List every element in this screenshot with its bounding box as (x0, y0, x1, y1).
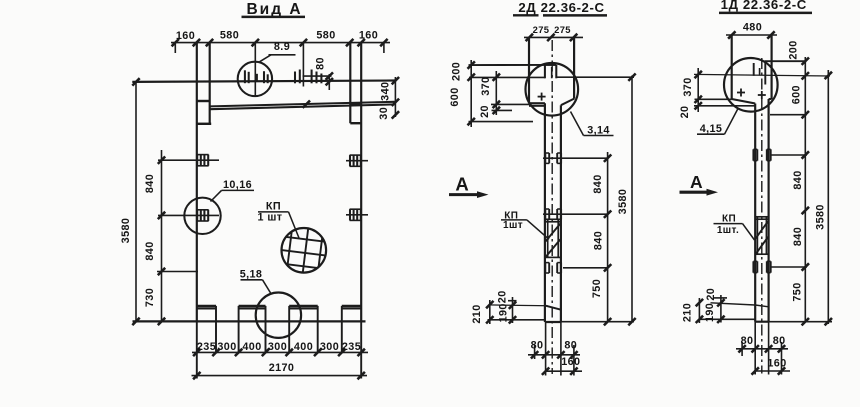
svg-text:600: 600 (449, 87, 461, 106)
svg-text:80: 80 (773, 335, 786, 347)
svg-text:840: 840 (592, 174, 604, 193)
svg-text:4,15: 4,15 (700, 123, 723, 135)
svg-text:3,14: 3,14 (587, 124, 610, 136)
svg-text:КП: КП (722, 214, 736, 225)
svg-text:210: 210 (682, 303, 694, 322)
svg-text:840: 840 (792, 170, 804, 189)
svg-text:160: 160 (176, 30, 195, 42)
svg-text:235: 235 (197, 341, 216, 353)
svg-text:10,16: 10,16 (223, 179, 252, 191)
svg-text:КП: КП (266, 201, 281, 213)
svg-text:840: 840 (144, 174, 156, 193)
svg-text:20: 20 (496, 290, 508, 303)
svg-text:730: 730 (144, 288, 156, 307)
svg-text:480: 480 (743, 21, 762, 33)
svg-text:235: 235 (342, 341, 361, 353)
svg-text:275: 275 (554, 24, 571, 35)
svg-text:200: 200 (788, 40, 800, 59)
svg-text:30: 30 (378, 107, 390, 120)
svg-text:300: 300 (268, 341, 287, 353)
svg-text:200: 200 (451, 62, 463, 81)
svg-text:20: 20 (479, 105, 491, 118)
svg-text:20: 20 (705, 288, 717, 301)
svg-text:80: 80 (531, 339, 544, 351)
svg-text:370: 370 (480, 77, 492, 96)
svg-text:А: А (455, 174, 469, 195)
svg-text:840: 840 (144, 241, 156, 260)
svg-text:20: 20 (679, 106, 691, 119)
svg-text:КП: КП (504, 211, 518, 222)
svg-text:210: 210 (471, 304, 483, 323)
svg-text:1 шт: 1 шт (258, 212, 283, 224)
svg-text:А: А (690, 172, 703, 192)
svg-text:5,18: 5,18 (240, 269, 263, 281)
svg-text:840: 840 (593, 231, 605, 250)
svg-text:80: 80 (741, 335, 754, 347)
svg-text:370: 370 (682, 77, 694, 96)
svg-text:190: 190 (704, 303, 716, 322)
svg-text:1шт: 1шт (503, 220, 523, 231)
svg-text:840: 840 (792, 227, 804, 246)
svg-text:750: 750 (591, 279, 603, 298)
svg-text:80: 80 (564, 339, 577, 351)
svg-text:580: 580 (316, 30, 335, 42)
svg-text:2170: 2170 (269, 362, 295, 374)
svg-text:80: 80 (314, 57, 326, 70)
svg-text:Вид А: Вид А (246, 1, 302, 18)
svg-text:1шт.: 1шт. (717, 225, 739, 236)
svg-text:750: 750 (792, 282, 804, 301)
svg-text:160: 160 (561, 356, 580, 368)
svg-text:190: 190 (497, 303, 509, 322)
svg-text:2Д 22.36-2-С: 2Д 22.36-2-С (518, 0, 604, 15)
svg-text:1Д 22.36-2-С: 1Д 22.36-2-С (721, 0, 807, 12)
svg-text:580: 580 (220, 30, 239, 42)
svg-text:8.9: 8.9 (274, 41, 290, 53)
svg-text:340: 340 (380, 82, 392, 101)
svg-text:400: 400 (294, 341, 313, 353)
svg-text:3580: 3580 (815, 204, 827, 230)
svg-text:275: 275 (533, 24, 550, 35)
svg-text:600: 600 (791, 85, 803, 104)
svg-text:3580: 3580 (120, 218, 132, 244)
svg-text:400: 400 (242, 341, 261, 353)
svg-text:160: 160 (359, 30, 378, 42)
svg-text:3580: 3580 (617, 189, 629, 215)
svg-text:160: 160 (767, 357, 786, 369)
svg-text:300: 300 (320, 341, 339, 353)
svg-text:300: 300 (217, 341, 236, 353)
